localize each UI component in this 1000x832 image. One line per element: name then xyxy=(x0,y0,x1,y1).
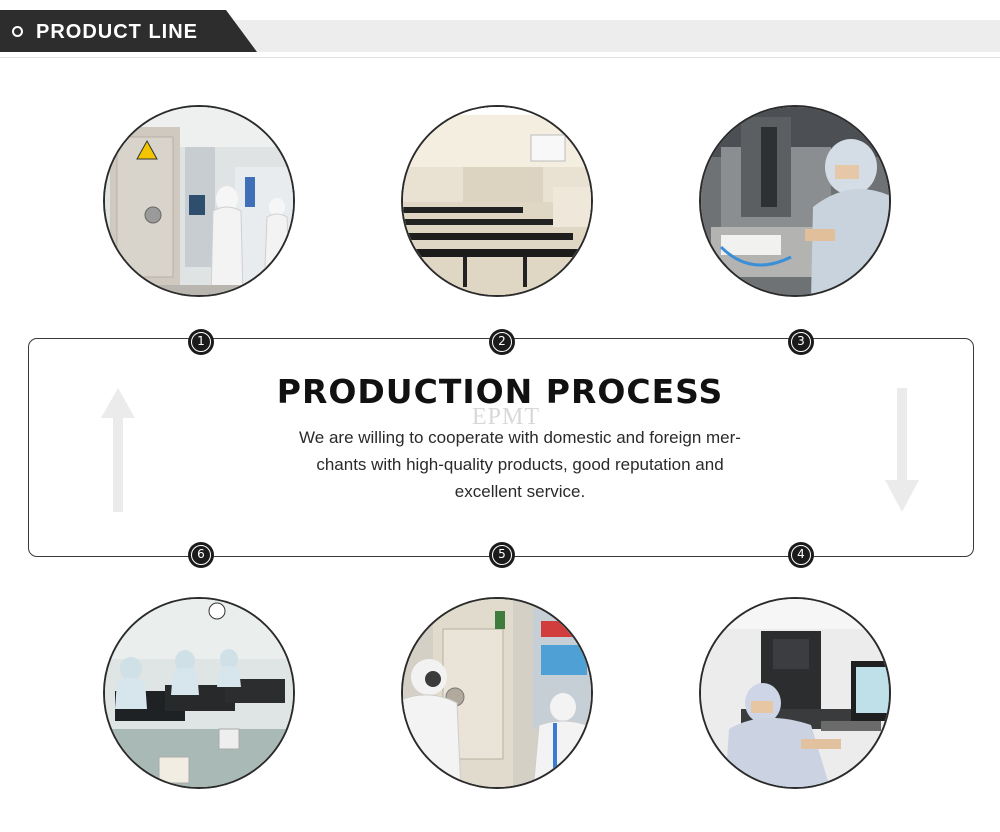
step-number-badge: 5 xyxy=(489,542,515,568)
step-number-badge: 1 xyxy=(188,329,214,355)
cleanroom-equipment-operators-photo xyxy=(401,597,593,789)
up-arrow-icon xyxy=(101,388,135,512)
cleanroom-workbench-hall-photo xyxy=(401,105,593,297)
description-line: chants with high-quality products, good … xyxy=(316,455,724,474)
down-arrow-icon xyxy=(885,388,919,512)
circle-bullet-icon xyxy=(12,26,23,37)
step-number-badge: 2 xyxy=(489,329,515,355)
step-number-badge: 4 xyxy=(788,542,814,568)
microscope-workstation-photo xyxy=(103,597,295,789)
header-divider xyxy=(0,57,1000,58)
step-number-badge: 3 xyxy=(788,329,814,355)
inspection-computer-photo xyxy=(699,597,891,789)
watermark-logo: EPMT xyxy=(472,404,541,430)
description-line: We are willing to cooperate with domesti… xyxy=(299,428,741,447)
process-title: PRODUCTION PROCESS xyxy=(276,372,724,411)
precision-machine-operator-photo xyxy=(699,105,891,297)
description-line: excellent service. xyxy=(454,482,586,501)
cleanroom-vacuum-chamber-photo xyxy=(103,105,295,297)
step-number-badge: 6 xyxy=(188,542,214,568)
section-title: PRODUCT LINE xyxy=(36,21,198,43)
section-title-tab xyxy=(0,10,257,52)
process-description: We are willing to cooperate with domesti… xyxy=(270,424,770,505)
